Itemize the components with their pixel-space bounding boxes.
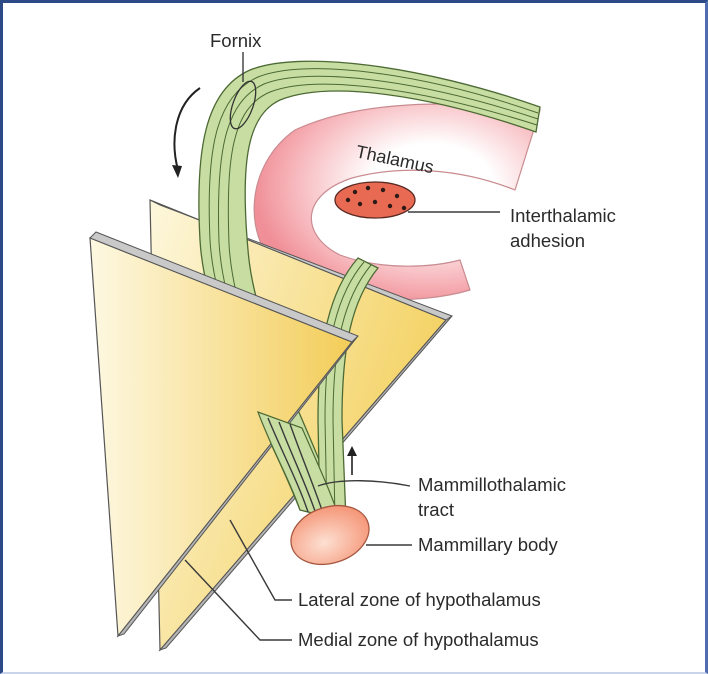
label-medial-zone: Medial zone of hypothalamus [298,629,539,650]
label-fornix: Fornix [210,30,262,51]
label-mammillothalamic-2: tract [418,499,454,520]
label-mammillothalamic-1: Mammillothalamic [418,474,566,495]
label-interthalamic-1: Interthalamic [510,205,616,226]
label-interthalamic-2: adhesion [510,230,585,251]
interthalamic-adhesion [335,182,415,218]
mammillary-body-shape [283,496,376,574]
fornix-direction-arrow [174,88,200,170]
label-lateral-zone: Lateral zone of hypothalamus [298,589,541,610]
label-mammillary-body: Mammillary body [418,534,559,555]
